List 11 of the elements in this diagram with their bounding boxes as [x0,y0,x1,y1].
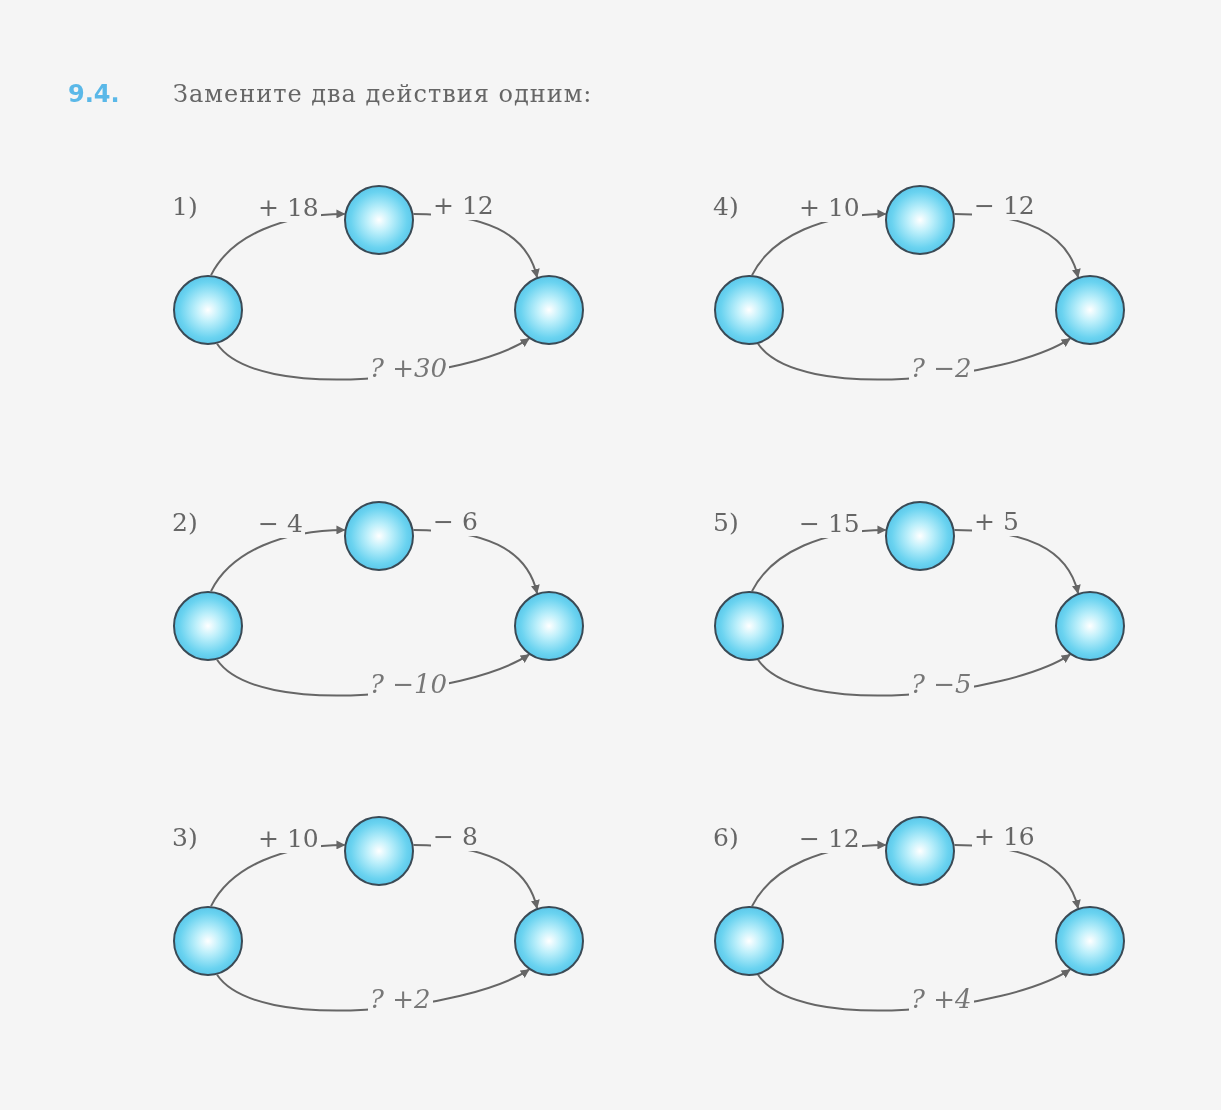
exercise-number: 1) [172,192,198,221]
task-number: 9.4. [68,80,120,108]
exercise-number: 2) [172,508,198,537]
exercise-number: 6) [713,823,739,852]
task-text: Замените два действия одним: [173,80,593,108]
answer-label: ? +4 [909,985,974,1013]
answer-label: ? −10 [368,670,450,698]
exercise-number: 4) [713,192,739,221]
exercise-number: 3) [172,823,198,852]
exercise-number: 5) [713,508,739,537]
arrow [210,525,346,593]
